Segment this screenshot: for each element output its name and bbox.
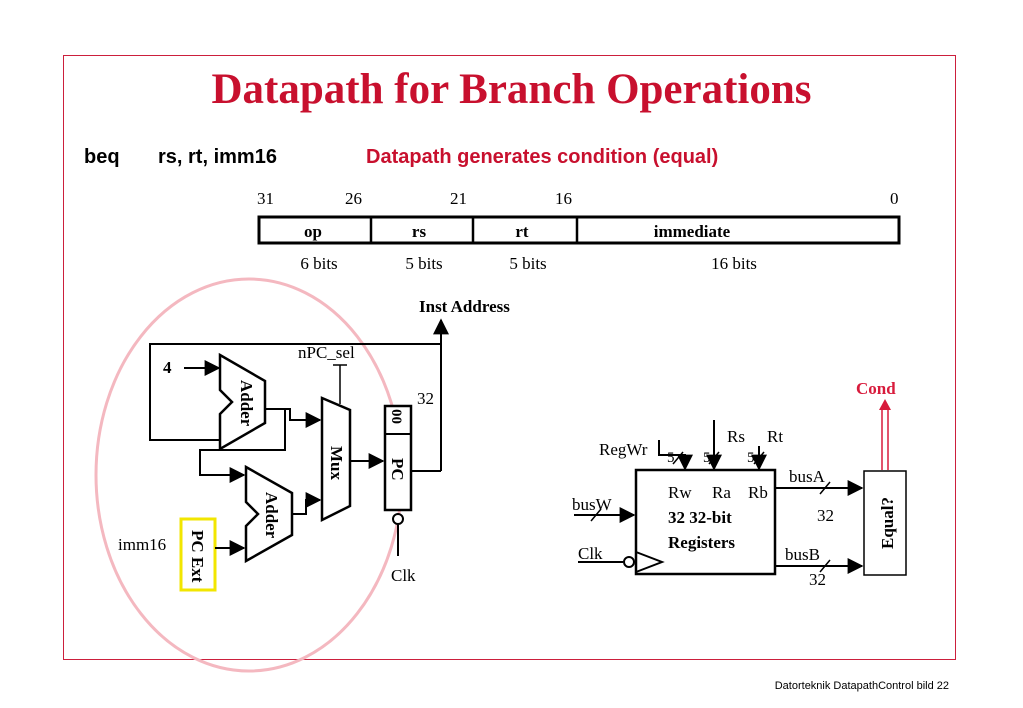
- adder-chain-wire: [199, 409, 286, 483]
- regwr-wire: [658, 440, 693, 471]
- register-file: Rw Ra Rb 32 32-bit Registers RegWr Rs Rt…: [572, 420, 864, 589]
- cond-label: Cond: [856, 379, 896, 398]
- rs-label: Rs: [727, 427, 745, 446]
- rb-width: 5: [747, 450, 755, 466]
- adder-top-label: Adder: [237, 380, 256, 427]
- field-rt: rt: [515, 222, 529, 241]
- pc-width-label: 32: [417, 389, 434, 408]
- register-clock-edge: [635, 551, 665, 573]
- instruction-note: Datapath generates condition (equal): [366, 146, 719, 168]
- pc-ext-label: PC Ext: [188, 530, 207, 583]
- width-op: 6 bits: [300, 254, 337, 273]
- bus-slash: [708, 451, 720, 465]
- pc-label: PC: [388, 458, 407, 481]
- mux-label: Mux: [327, 446, 346, 481]
- adder-top: [218, 352, 267, 452]
- rw-width: 5: [667, 450, 675, 466]
- imm16-label: imm16: [118, 535, 166, 554]
- pc-ext-box: [179, 517, 217, 592]
- equal-box: [863, 470, 907, 576]
- busb-label: busB: [785, 545, 820, 564]
- pc-register: [383, 404, 413, 512]
- register-file-box: [634, 468, 777, 576]
- bus-slash: [819, 481, 831, 495]
- bit-31: 31: [257, 189, 274, 208]
- bus-slash: [753, 451, 765, 465]
- ra-label: Ra: [712, 483, 731, 502]
- bit-16: 16: [555, 189, 572, 208]
- const-four: 4: [163, 358, 172, 377]
- instruction-format: 31 26 21 16 0 op rs rt immediate 6 bits …: [257, 189, 901, 273]
- adder-top-out: [265, 408, 322, 428]
- width-rs: 5 bits: [405, 254, 442, 273]
- busa-label: busA: [789, 467, 826, 486]
- adder-bottom-out: [292, 492, 322, 515]
- adder-bottom-label: Adder: [262, 492, 281, 539]
- npc-sel-label: nPC_sel: [298, 343, 355, 362]
- next-pc-logic: Inst Address 4 Adder Adder PC Ext imm16 …: [118, 297, 510, 592]
- slide-footer: Datorteknik DatapathControl bild 22: [774, 680, 949, 692]
- equal-label: Equal?: [878, 497, 897, 549]
- cond-arrow: [879, 399, 891, 410]
- instruction-mnemonic: beq: [84, 146, 120, 168]
- regwr-label: RegWr: [599, 440, 648, 459]
- pc-zero-bits: 00: [388, 409, 404, 424]
- busa-width: 32: [817, 506, 834, 525]
- reg-title-2: Registers: [668, 533, 735, 552]
- pc-clock-bubble: [392, 513, 404, 525]
- bus-slash: [590, 508, 602, 522]
- rw-label: Rw: [668, 483, 692, 502]
- instruction-operands: rs, rt, imm16: [158, 146, 277, 168]
- field-op: op: [304, 222, 322, 241]
- reg-clk-label: Clk: [578, 544, 603, 563]
- reg-clock-bubble: [623, 556, 635, 568]
- format-box: [257, 215, 901, 245]
- slide-frame: [63, 55, 956, 660]
- field-immediate: immediate: [654, 222, 731, 241]
- ra-width: 5: [703, 450, 711, 466]
- slide-title: Datapath for Branch Operations: [211, 66, 812, 113]
- pc-clk-label: Clk: [391, 566, 416, 585]
- reg-title-1: 32 32-bit: [668, 508, 732, 527]
- width-rt: 5 bits: [509, 254, 546, 273]
- bus-slash: [672, 451, 684, 465]
- bit-26: 26: [345, 189, 362, 208]
- field-rs: rs: [412, 222, 427, 241]
- equal-comparator: Equal? Cond: [856, 379, 907, 576]
- pc-feedback-wire: [149, 343, 442, 471]
- width-immediate: 16 bits: [711, 254, 757, 273]
- inst-address-label: Inst Address: [419, 297, 510, 316]
- bit-0: 0: [890, 189, 899, 208]
- bit-21: 21: [450, 189, 467, 208]
- busw-label: busW: [572, 495, 613, 514]
- adder-bottom: [244, 464, 294, 564]
- bus-slash: [819, 559, 831, 573]
- rt-label: Rt: [767, 427, 783, 446]
- rb-label: Rb: [748, 483, 768, 502]
- mux: [320, 396, 352, 523]
- busb-width: 32: [809, 570, 826, 589]
